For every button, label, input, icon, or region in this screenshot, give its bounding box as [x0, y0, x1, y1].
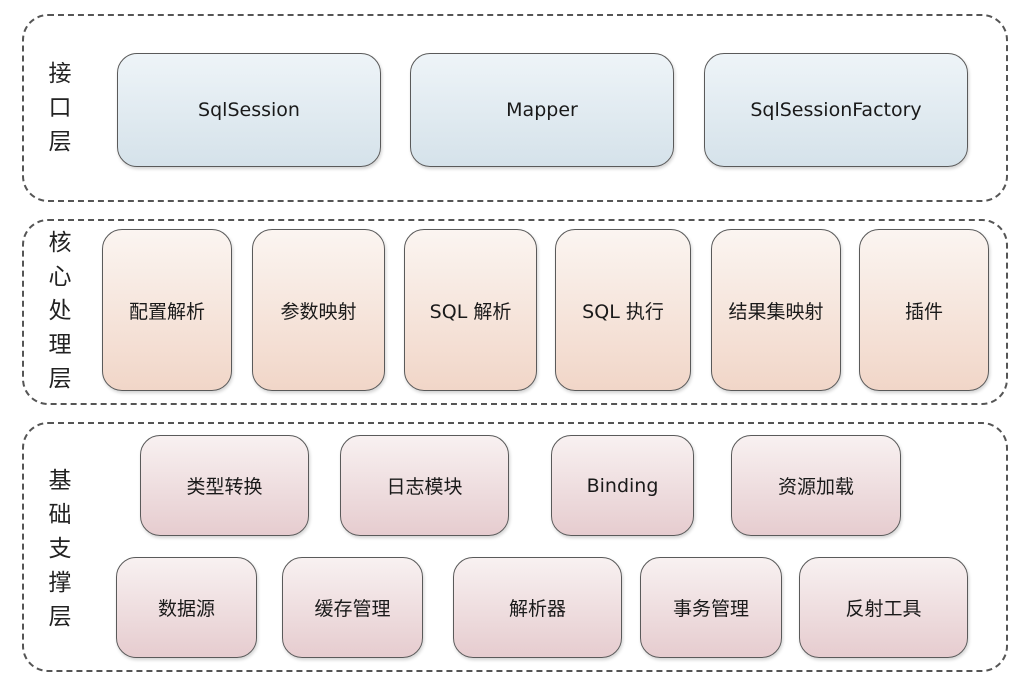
core-layer-frame [22, 219, 1008, 405]
interface-layer-label: 接口层 [48, 61, 72, 155]
resultset-mapping-box: 结果集映射 [711, 229, 841, 391]
support-layer-frame [22, 422, 1008, 672]
cache-management-box: 缓存管理 [282, 557, 423, 658]
datasource-box: 数据源 [116, 557, 257, 658]
logging-module-box: 日志模块 [340, 435, 509, 536]
parser-box: 解析器 [453, 557, 622, 658]
sql-parse-box: SQL 解析 [404, 229, 537, 391]
plugin-box: 插件 [859, 229, 989, 391]
sqlsession-box: SqlSession [117, 53, 381, 167]
support-layer-label: 基础支撑层 [48, 468, 72, 630]
transaction-management-box: 事务管理 [640, 557, 782, 658]
mapper-box: Mapper [410, 53, 674, 167]
param-mapping-box: 参数映射 [252, 229, 385, 391]
sqlsessionfactory-box: SqlSessionFactory [704, 53, 968, 167]
reflection-tools-box: 反射工具 [799, 557, 968, 658]
config-parse-box: 配置解析 [102, 229, 232, 391]
type-conversion-box: 类型转换 [140, 435, 309, 536]
binding-box: Binding [551, 435, 694, 536]
core-layer-label: 核心处理层 [48, 230, 72, 392]
sql-execute-box: SQL 执行 [555, 229, 691, 391]
interface-layer-frame [22, 14, 1008, 202]
resource-loading-box: 资源加载 [731, 435, 901, 536]
